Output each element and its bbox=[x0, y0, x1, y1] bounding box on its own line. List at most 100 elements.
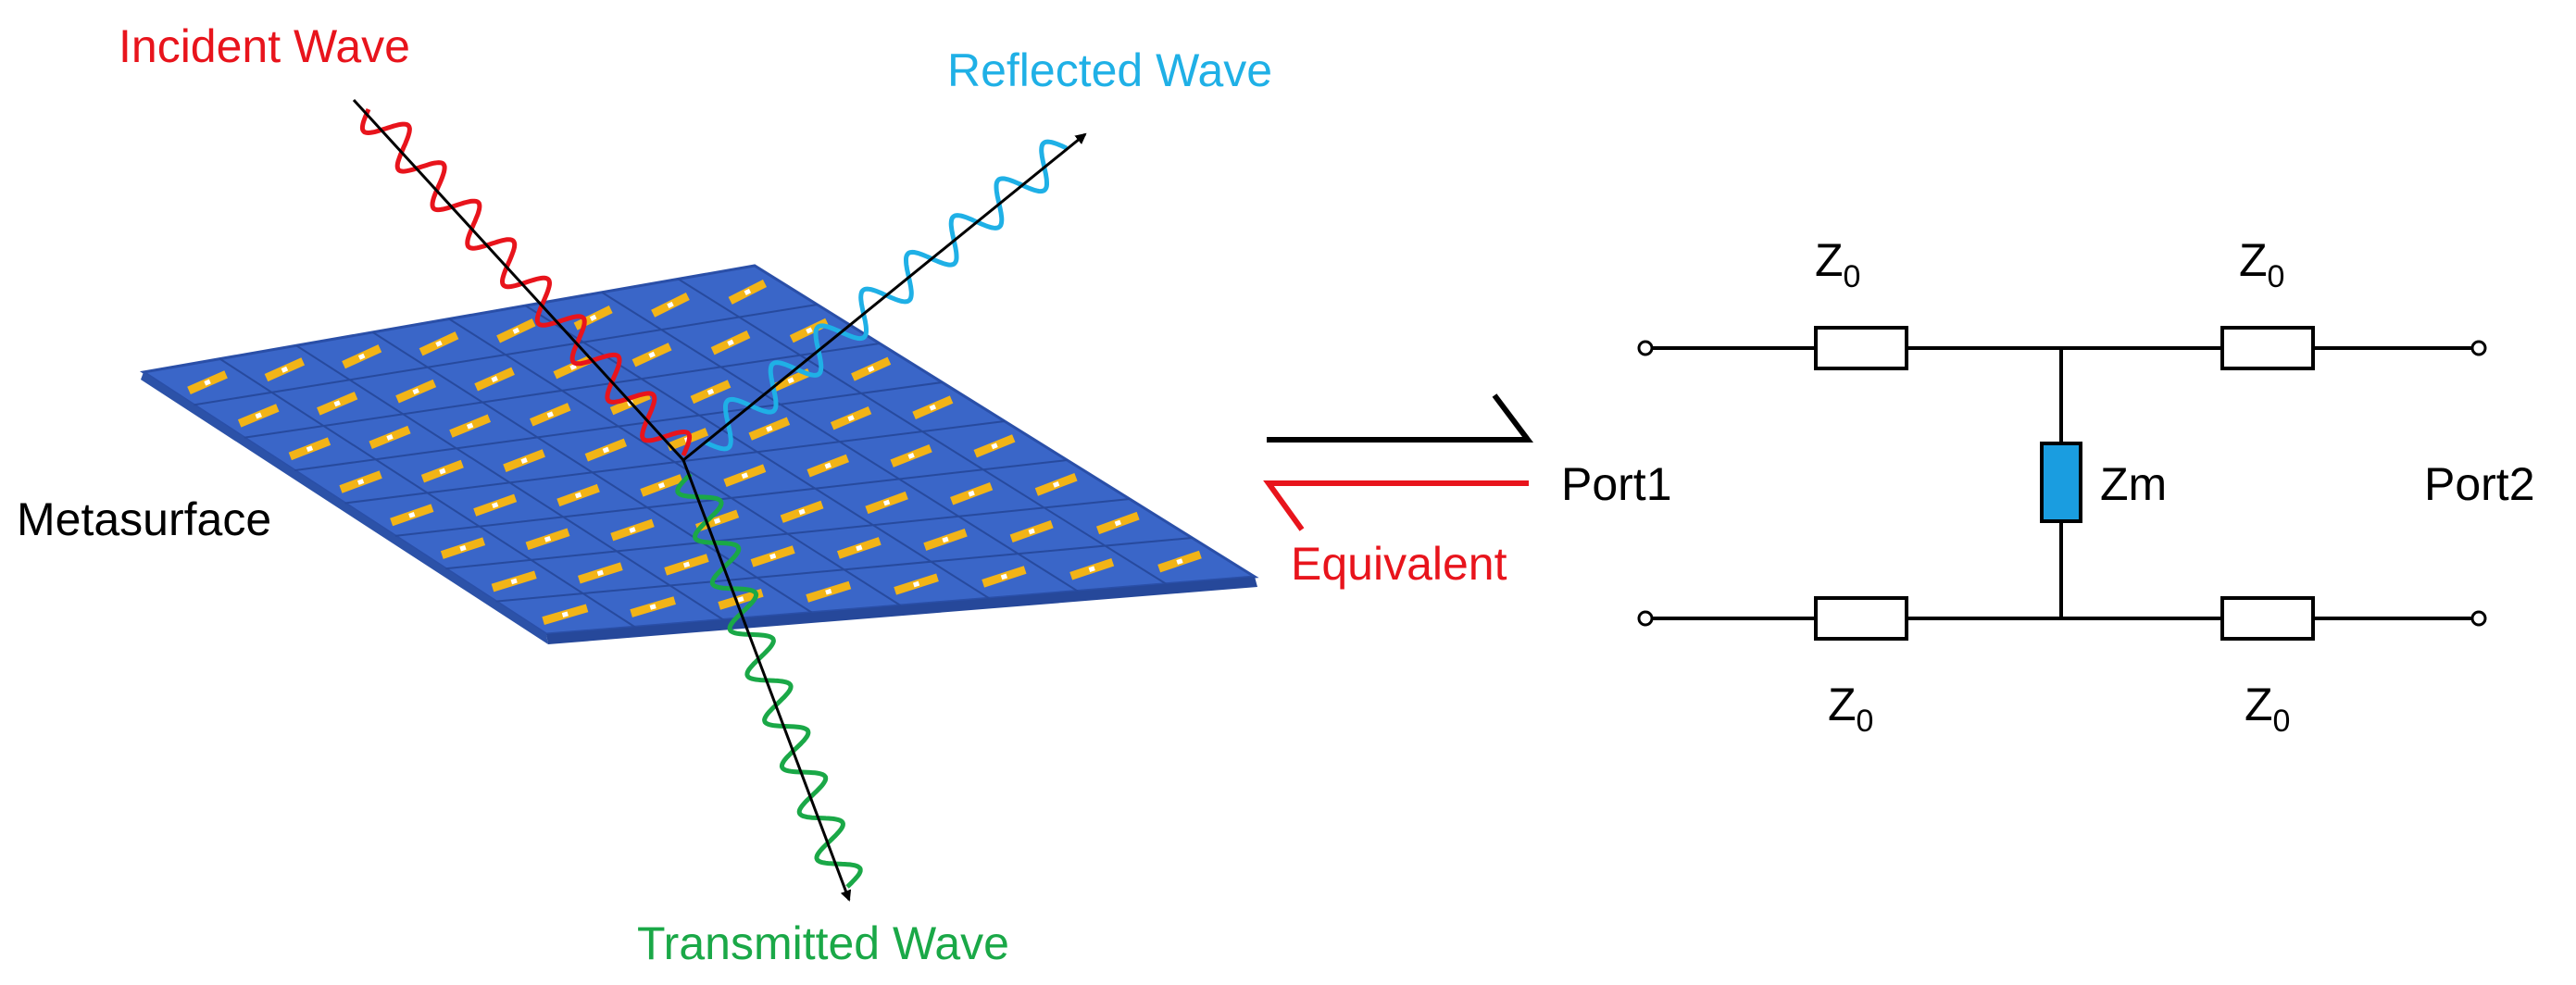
transmitted-wave bbox=[675, 459, 863, 902]
dipole-gap bbox=[867, 366, 875, 373]
dipole-gap bbox=[787, 377, 794, 384]
unit-cell-element bbox=[851, 356, 892, 381]
unit-cell-element bbox=[530, 403, 571, 427]
dipole-gap bbox=[882, 499, 891, 506]
incident-ray bbox=[352, 98, 685, 462]
grid-line bbox=[495, 537, 1193, 603]
dipole-gap bbox=[1000, 573, 1008, 580]
dipole-gap bbox=[1028, 528, 1035, 535]
dipole-gap bbox=[1052, 480, 1060, 488]
unit-cell-element bbox=[728, 279, 768, 305]
unit-cell-element bbox=[237, 404, 280, 428]
grid-line bbox=[524, 305, 990, 600]
equivalent-label: Equivalent bbox=[1291, 538, 1507, 590]
port1-label: Port1 bbox=[1561, 458, 1672, 510]
unit-cell-element bbox=[1069, 557, 1115, 580]
z0-top-right-label: Z0 bbox=[2239, 234, 2284, 294]
dipole-gap bbox=[602, 446, 610, 454]
dipole-gap bbox=[741, 472, 749, 480]
dipole-gap bbox=[520, 457, 528, 464]
dipole-gap bbox=[942, 536, 949, 543]
dipole-gap bbox=[281, 366, 289, 373]
dipole-gap bbox=[574, 492, 582, 499]
metasurface bbox=[139, 264, 1259, 644]
unit-cell-element bbox=[264, 357, 306, 382]
dipole-gap bbox=[629, 527, 636, 533]
dipole-gap bbox=[356, 479, 365, 485]
unit-cell-element bbox=[1009, 519, 1054, 542]
dipole-gap bbox=[492, 502, 499, 509]
dipole-gap bbox=[544, 535, 552, 542]
z0-bottom-left-label: Z0 bbox=[1828, 679, 1873, 739]
port2-label: Port2 bbox=[2424, 458, 2535, 510]
unit-cell-element bbox=[750, 545, 795, 567]
equivalence-arrows bbox=[1263, 393, 1533, 531]
dipole-gap bbox=[912, 580, 920, 588]
dipole-gap bbox=[491, 376, 498, 383]
unit-cell-element bbox=[390, 504, 434, 527]
equivalent-circuit bbox=[1652, 346, 2472, 620]
unit-cell-element bbox=[419, 331, 459, 356]
dipole-gap bbox=[744, 288, 752, 296]
unit-cell-element bbox=[912, 395, 954, 419]
port2-bottom-terminal bbox=[2470, 610, 2487, 627]
dipole-gap bbox=[412, 388, 419, 395]
dipole-gap bbox=[255, 412, 262, 419]
dipole-gap bbox=[968, 490, 975, 497]
dipole-gap bbox=[306, 445, 314, 453]
z0-bottom-left-impedance bbox=[1814, 596, 1908, 641]
dipole-gap bbox=[991, 443, 998, 450]
dipole-gap bbox=[459, 544, 467, 552]
z0-top-right-impedance bbox=[2220, 326, 2315, 370]
dipole-gap bbox=[824, 462, 832, 469]
unit-cell-element bbox=[640, 474, 683, 497]
transmitted-wave-curve bbox=[675, 472, 863, 889]
port2-top-terminal bbox=[2470, 340, 2487, 356]
unit-cell-element bbox=[474, 367, 515, 392]
unit-cell-element bbox=[449, 414, 492, 438]
unit-cell-element bbox=[288, 437, 331, 461]
dipole-gap bbox=[682, 561, 691, 568]
backward-half-arrow bbox=[1263, 480, 1529, 531]
unit-cell-element bbox=[473, 493, 518, 517]
unit-cell-element bbox=[577, 562, 623, 584]
unit-cell-element bbox=[718, 588, 764, 610]
dipole-gap bbox=[596, 569, 604, 577]
dipole-gap bbox=[713, 517, 721, 525]
unit-cell-element bbox=[710, 330, 751, 355]
unit-cell-element bbox=[1095, 511, 1140, 535]
unit-cell-element bbox=[1157, 550, 1202, 573]
dipole-gap bbox=[929, 404, 937, 411]
z0-bottom-right-label: Z0 bbox=[2245, 679, 2290, 739]
unit-cell-element bbox=[420, 459, 464, 483]
dipole-gap bbox=[1088, 566, 1095, 573]
dipole-gap bbox=[439, 468, 446, 475]
dipole-gap bbox=[357, 353, 366, 360]
dipole-gap bbox=[1176, 558, 1183, 565]
unit-cell-element bbox=[187, 370, 228, 395]
dipole-gap bbox=[667, 301, 674, 308]
dipole-gap bbox=[466, 422, 474, 430]
unit-cell-element bbox=[440, 537, 486, 559]
dipole-gap bbox=[649, 604, 657, 610]
unit-cell-element bbox=[770, 368, 811, 393]
unit-cell-element bbox=[631, 343, 672, 368]
unit-cell-element bbox=[973, 434, 1016, 458]
incident-wave-label: Incident Wave bbox=[119, 20, 410, 72]
dipole-gap bbox=[512, 327, 520, 334]
unit-cell-element bbox=[894, 573, 939, 595]
dipole-gap bbox=[1114, 519, 1122, 527]
transmitted-wave-label: Transmitted Wave bbox=[637, 917, 1009, 969]
unit-cell-element bbox=[982, 566, 1027, 588]
z0-top-left-label: Z0 bbox=[1815, 234, 1860, 294]
unit-cell-element bbox=[830, 405, 872, 430]
metasurface-grid bbox=[194, 278, 1193, 629]
unit-cell-element bbox=[556, 483, 600, 507]
unit-cell-element bbox=[339, 470, 382, 493]
circuit-terminals bbox=[1637, 340, 2487, 627]
series-impedances bbox=[1814, 326, 2315, 641]
unit-cell-element bbox=[923, 529, 968, 551]
dipole-gap bbox=[561, 611, 569, 617]
dipole-gap bbox=[825, 588, 832, 595]
